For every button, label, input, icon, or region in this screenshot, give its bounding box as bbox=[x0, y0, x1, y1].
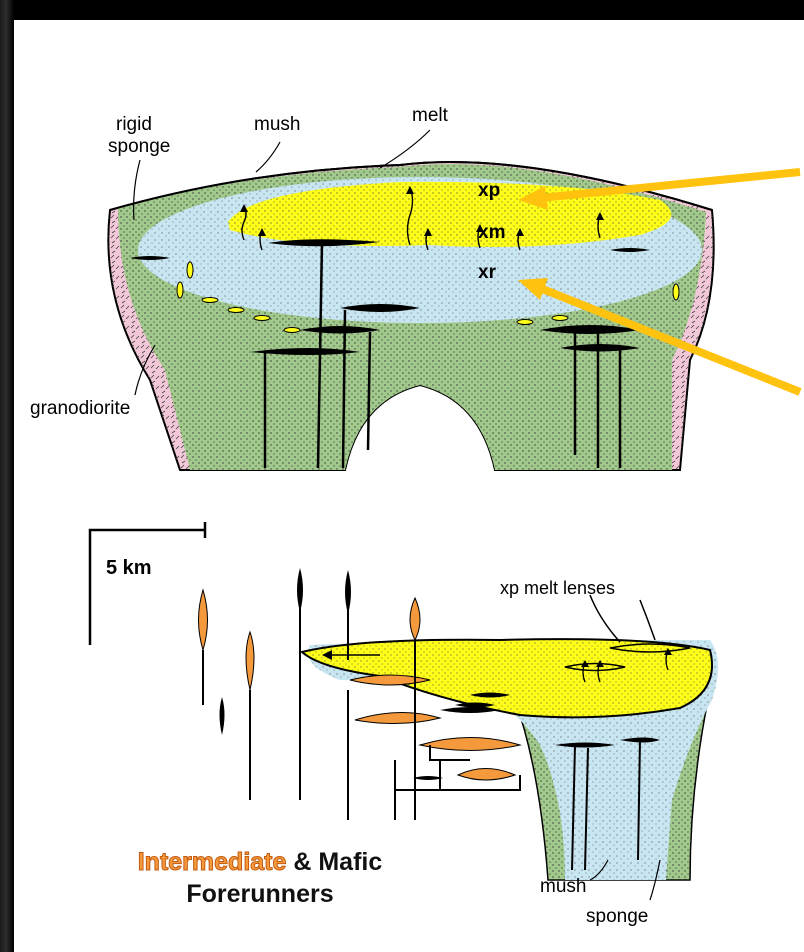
scale-bar bbox=[90, 522, 205, 645]
forerunners-word: Forerunners bbox=[186, 880, 333, 908]
lower-sponge-label: sponge bbox=[586, 906, 648, 927]
upper-chamber: xp xm xr rigid sponge mush melt granodio… bbox=[30, 105, 714, 470]
sponge-label: sponge bbox=[108, 136, 170, 157]
rigid-label: rigid bbox=[116, 114, 152, 135]
scale-bar-label: 5 km bbox=[106, 557, 152, 579]
xp-melt-lenses-label: xp melt lenses bbox=[500, 578, 615, 598]
xr-label: xr bbox=[478, 262, 497, 283]
xm-label: xm bbox=[478, 222, 505, 243]
intermediate-word: Intermediate bbox=[138, 848, 287, 876]
forerunners-caption: Intermediate & Mafic Forerunners bbox=[120, 846, 400, 910]
xp-label: xp bbox=[478, 180, 500, 201]
granodiorite-label: granodiorite bbox=[30, 398, 130, 419]
and-mafic-text: & Mafic bbox=[286, 848, 382, 876]
melt-label: melt bbox=[412, 105, 449, 126]
lower-mush-label: mush bbox=[540, 876, 586, 897]
mush-label: mush bbox=[254, 114, 300, 135]
